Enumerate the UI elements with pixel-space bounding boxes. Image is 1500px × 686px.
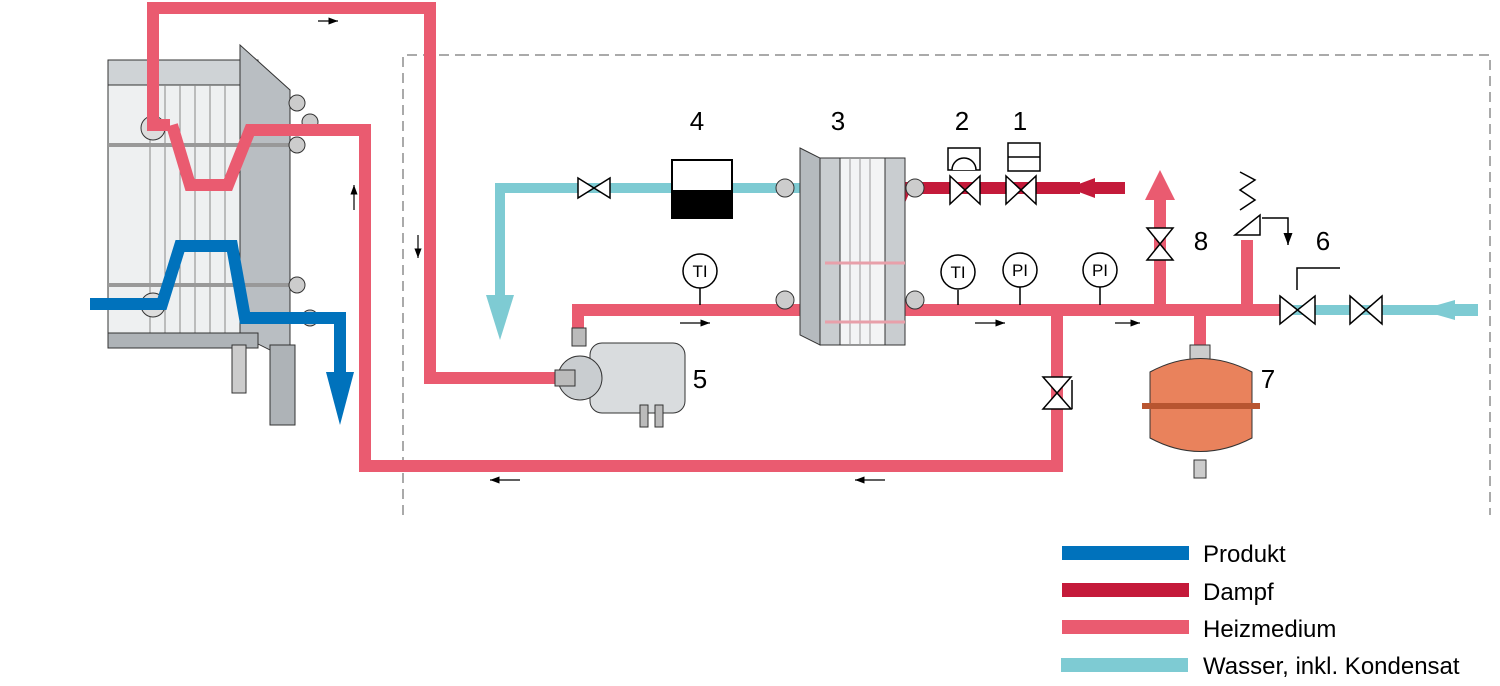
system-boundary (402, 54, 1491, 515)
pi-1: PI (1012, 261, 1028, 280)
bypass-valve (1041, 376, 1073, 410)
control-valve-2 (949, 174, 981, 206)
solenoid-valve-1 (1005, 174, 1037, 206)
pressure-reducing-valve-6 (1279, 294, 1316, 326)
legend-label: Wasser, inkl. Kondensat (1203, 653, 1460, 680)
legend-swatch-produkt (1062, 546, 1189, 560)
label-2: 2 (955, 106, 969, 136)
label-6: 6 (1316, 226, 1330, 256)
legend-swatch-heizmedium (1062, 620, 1189, 634)
legend-swatch-wasser (1061, 658, 1188, 672)
instruments (682, 252, 1118, 305)
heizmedium-outlet-arrow (1145, 170, 1175, 200)
label-8: 8 (1194, 226, 1208, 256)
label-4: 4 (690, 106, 704, 136)
wasser-pipes (486, 183, 1478, 340)
heizmedium-pipes (147, 2, 1285, 472)
product-heat-exchanger (107, 43, 319, 426)
legend-label: Heizmedium (1203, 616, 1336, 643)
label-5: 5 (693, 364, 707, 394)
outlet-valve-8 (1145, 227, 1175, 261)
ti-2: TI (950, 263, 965, 282)
label-7: 7 (1261, 364, 1275, 394)
condensate-tank (671, 159, 733, 219)
relief-valve (1232, 213, 1261, 236)
expansion-vessel (1142, 344, 1260, 479)
label-3: 3 (831, 106, 845, 136)
steam-heat-exchanger (775, 147, 925, 346)
produkt-pipe (90, 240, 354, 425)
flow-arrows (318, 17, 1140, 484)
legend-label: Produkt (1203, 541, 1286, 568)
pump (554, 327, 686, 428)
ti-1: TI (692, 262, 707, 281)
valves (577, 142, 1383, 410)
dampf-inlet-arrow (1068, 178, 1125, 198)
legend-swatch-dampf (1062, 583, 1189, 597)
water-inlet-valve (1349, 294, 1383, 326)
legend: Produkt Dampf Heizmedium Wasser, inkl. K… (1061, 541, 1460, 680)
pi-2: PI (1092, 261, 1108, 280)
water-valve (577, 176, 611, 200)
label-1: 1 (1013, 106, 1027, 136)
legend-label: Dampf (1203, 579, 1274, 606)
